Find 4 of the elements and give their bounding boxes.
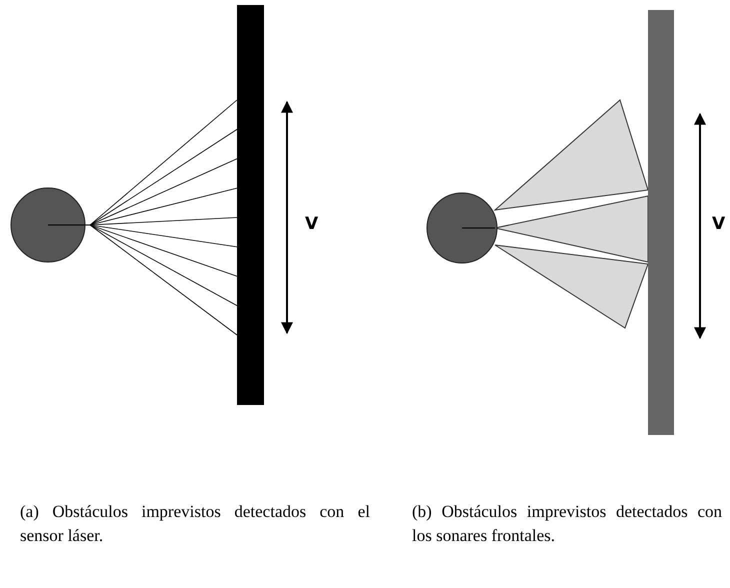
figure-caption: (b) Obstáculos imprevistos detectados con los sonares frontales. [412, 501, 722, 547]
velocity-label: V [305, 214, 318, 234]
figure-caption: (a) Obstáculos imprevistos detectados con el sensor láser. [20, 501, 370, 547]
velocity-label: V [712, 214, 726, 234]
